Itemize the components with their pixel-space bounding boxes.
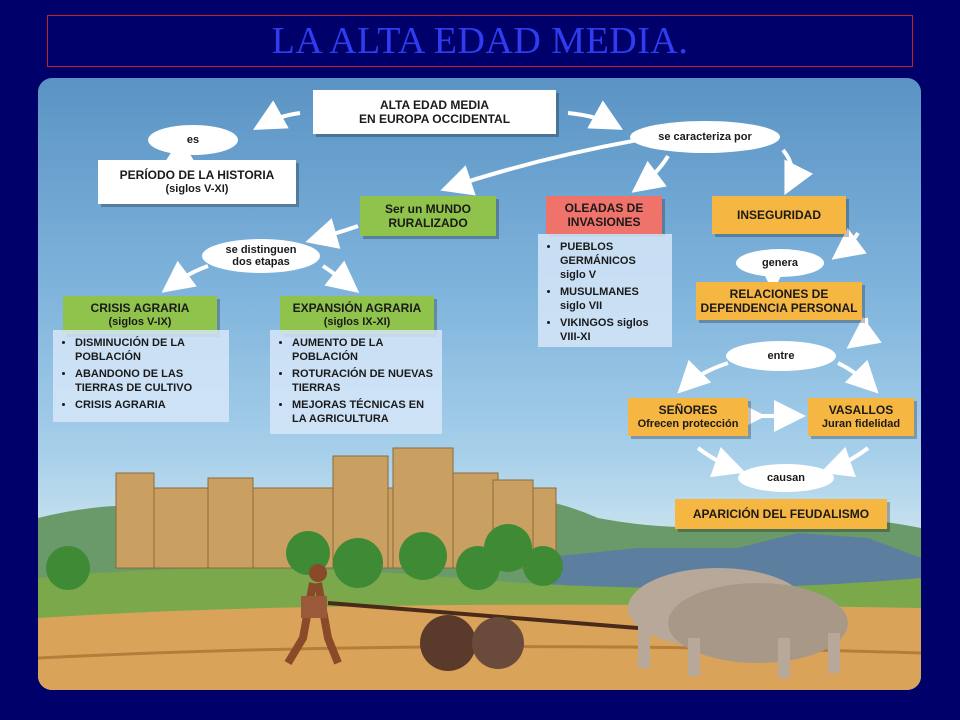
arrow-inseg-genera (831, 227, 867, 260)
connector-arrows (161, 100, 882, 478)
label-caracteriza: se caracteriza por (630, 121, 780, 153)
crisis-item: ABANDONO DE LAS TIERRAS DE CULTIVO (75, 367, 221, 395)
root-box: ALTA EDAD MEDIA EN EUROPA OCCIDENTAL (313, 90, 556, 134)
crisis-box: CRISIS AGRARIA (siglos V-IX) (63, 296, 217, 334)
concept-map-illustration: ALTA EDAD MEDIA EN EUROPA OCCIDENTAL es … (38, 78, 921, 690)
vasallos-line1: VASALLOS (828, 403, 894, 417)
relaciones-box: RELACIONES DE DEPENDENCIA PERSONAL (696, 282, 862, 320)
arrow-car-inseg (781, 148, 814, 196)
label-genera: genera (736, 249, 824, 277)
senores-box: SEÑORES Ofrecen protección (628, 398, 748, 436)
label-es: es (148, 125, 238, 155)
crisis-item: DISMINUCIÓN DE LA POBLACIÓN (75, 336, 221, 364)
oleadas-item: VIKINGOS siglos VIII-XI (560, 316, 664, 344)
oleadas-line2: INVASIONES (567, 215, 641, 229)
periodo-line1: PERÍODO DE LA HISTORIA (119, 168, 275, 182)
label-distinguen: se distinguen dos etapas (202, 239, 320, 273)
crisis-list: DISMINUCIÓN DE LA POBLACIÓN ABANDONO DE … (53, 330, 229, 422)
arrow-rural-dist (305, 218, 359, 249)
oleadas-item: PUEBLOS GERMÁNICOS siglo V (560, 240, 664, 282)
landscape-scene (38, 447, 921, 690)
periodo-box: PERÍODO DE LA HISTORIA (siglos V-XI) (98, 160, 296, 204)
expansion-box: EXPANSIÓN AGRARIA (siglos IX-XI) (280, 296, 434, 334)
oleadas-list: PUEBLOS GERMÁNICOS siglo V MUSULMANES si… (538, 234, 672, 347)
arrow-car-rural (440, 138, 639, 196)
slide-title-box: LA ALTA EDAD MEDIA. (47, 15, 913, 67)
arrow-vasallos-causan (820, 446, 870, 478)
feudalismo-box: APARICIÓN DEL FEUDALISMO (675, 499, 887, 529)
distinguen-line1: se distinguen (225, 244, 297, 256)
root-line1: ALTA EDAD MEDIA (379, 98, 490, 112)
oleadas-box: OLEADAS DE INVASIONES (546, 196, 662, 234)
arrow-senores-causan (696, 446, 746, 478)
trees (46, 524, 563, 590)
vasallos-box: VASALLOS Juran fidelidad (808, 398, 914, 436)
oleadas-line1: OLEADAS DE (564, 201, 644, 215)
senores-line1: SEÑORES (658, 403, 718, 417)
root-line2: EN EUROPA OCCIDENTAL (358, 112, 511, 126)
expansion-item: ROTURACIÓN DE NUEVAS TIERRAS (292, 367, 434, 395)
arrow-dist-crisis (161, 260, 209, 293)
arrow-car-oleadas (631, 154, 670, 193)
slide-title: LA ALTA EDAD MEDIA. (271, 20, 689, 62)
crisis-line1: CRISIS AGRARIA (90, 301, 190, 315)
farmer-plough (284, 564, 639, 671)
arrow-entre-vasallos (837, 359, 879, 394)
expansion-list: AUMENTO DE LA POBLACIÓN ROTURACIÓN DE NU… (270, 330, 442, 434)
rural-box: Ser un MUNDO RURALIZADO (360, 196, 496, 236)
oleadas-item: MUSULMANES siglo VII (560, 285, 664, 313)
arrow-entre-senores (677, 359, 729, 394)
expansion-item: MEJORAS TÉCNICAS EN LA AGRICULTURA (292, 398, 434, 426)
label-entre: entre (726, 341, 836, 371)
arrow-rel-entre (846, 316, 882, 349)
expansion-item: AUMENTO DE LA POBLACIÓN (292, 336, 434, 364)
distinguen-line2: dos etapas (232, 256, 290, 268)
castle (115, 447, 557, 569)
relaciones-line2: DEPENDENCIA PERSONAL (700, 301, 858, 315)
arrow-root-es (253, 100, 301, 130)
oxen (628, 568, 848, 678)
crisis-line2: (siglos V-IX) (108, 316, 172, 328)
inseguridad-box: INSEGURIDAD (712, 196, 846, 234)
arrow-dist-exp (321, 260, 360, 293)
periodo-line2: (siglos V-XI) (165, 183, 229, 195)
arrow-root-caracteriza (567, 100, 623, 130)
vasallos-line2: Juran fidelidad (821, 418, 901, 430)
expansion-line1: EXPANSIÓN AGRARIA (292, 301, 422, 315)
crisis-item: CRISIS AGRARIA (75, 398, 221, 412)
label-causan: causan (738, 464, 834, 492)
rural-line1: Ser un MUNDO (384, 202, 471, 216)
relaciones-line1: RELACIONES DE (729, 287, 829, 301)
senores-line2: Ofrecen protección (637, 418, 739, 430)
expansion-line2: (siglos IX-XI) (323, 316, 391, 328)
rural-line2: RURALIZADO (388, 216, 468, 230)
